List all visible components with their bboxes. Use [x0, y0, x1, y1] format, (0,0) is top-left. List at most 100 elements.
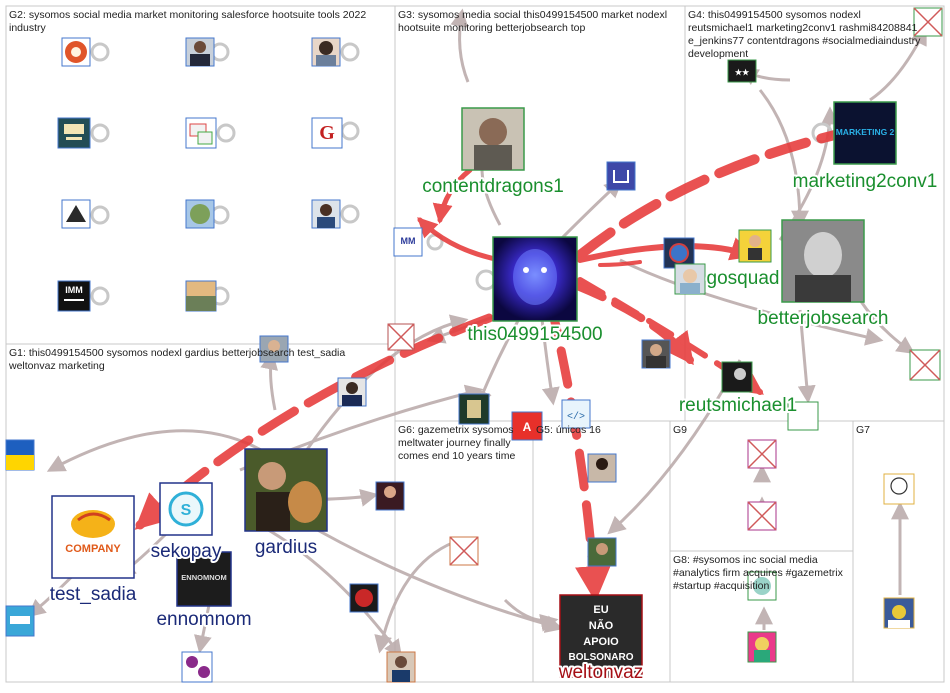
node-avatar[interactable] [349, 583, 379, 613]
edges [27, 8, 927, 658]
edge [607, 359, 742, 535]
node-avatar[interactable] [259, 335, 289, 363]
node-avatar[interactable] [747, 571, 777, 601]
edge [450, 8, 470, 83]
node-reutsmichael1[interactable] [721, 361, 753, 393]
edge [858, 299, 915, 355]
node-avatar[interactable] [5, 439, 35, 471]
node-missing-image[interactable] [747, 501, 777, 531]
svg-text:★★: ★★ [735, 68, 750, 77]
strong-edge [417, 217, 503, 263]
node-avatar[interactable] [311, 199, 341, 229]
node-avatar[interactable] [181, 651, 213, 683]
node-missing-image[interactable] [387, 323, 415, 351]
label-weltonvaz: weltonvaz [558, 662, 644, 683]
group-label-g2: G2: sysomos social media market monitori… [9, 9, 367, 34]
edge [758, 89, 809, 229]
g6-g5-nodes: A </> EU NÃO APOIO BOLSONARO [386, 393, 643, 683]
node-avatar[interactable] [61, 199, 91, 229]
g9-g8-g7-nodes [747, 439, 915, 663]
node-missing-image[interactable] [449, 536, 479, 566]
edge [299, 518, 564, 633]
node-avatar[interactable] [311, 37, 341, 67]
group-box-g4 [684, 5, 945, 422]
node-avatar[interactable] [587, 453, 617, 483]
node-avatar[interactable]: G [311, 117, 343, 149]
g1-nodes: COMPANY S ENNOMNOM [5, 335, 405, 683]
node-contentdragons1[interactable] [461, 107, 525, 171]
node-avatar[interactable] [61, 37, 91, 67]
edge [503, 598, 559, 632]
group-label-g9: G9 [673, 424, 688, 436]
node-weltonvaz[interactable]: EU NÃO APOIO BOLSONARO [559, 594, 643, 678]
node-avatar[interactable]: MM [393, 227, 423, 257]
svg-text:A: A [523, 420, 532, 434]
group-label-g8: G8: #sysomos inc social media #analytics… [673, 554, 843, 592]
group-box-g8 [669, 550, 854, 683]
node-blank[interactable] [787, 401, 819, 431]
node-avatar[interactable]: </> [561, 399, 591, 429]
group-label-g7: G7 [856, 424, 871, 436]
edge [374, 538, 461, 654]
node-avatar[interactable] [663, 237, 695, 269]
label-test_sadia: test_sadia [50, 584, 137, 605]
strong-edge [571, 281, 694, 366]
node-avatar[interactable] [375, 481, 405, 511]
label-ennomnom: ennomnom [156, 609, 251, 630]
g3-nodes: MM [387, 107, 695, 369]
group-label-g3: G3: sysomos media social this0499154500 … [398, 9, 668, 34]
node-gardius[interactable] [244, 448, 328, 532]
node-test_sadia[interactable]: COMPANY [51, 495, 135, 579]
node-missing-image[interactable] [913, 7, 943, 37]
strong-edge [432, 167, 473, 224]
label-gosquad: gosquad [707, 268, 780, 289]
node-this0499154500[interactable] [492, 236, 578, 322]
node-avatar[interactable] [185, 117, 217, 149]
node-avatar[interactable] [458, 393, 490, 425]
node-avatar[interactable]: ★★ [727, 59, 757, 83]
node-sekopay[interactable]: S [159, 482, 213, 536]
node-avatar[interactable] [386, 651, 416, 683]
imm-logo-text: IMM [65, 285, 83, 295]
weltonvaz-sign-line-1: EU [593, 604, 608, 616]
node-avatar[interactable] [641, 339, 671, 369]
node-avatar[interactable] [606, 161, 636, 191]
label-this0499154500: this0499154500 [467, 324, 602, 345]
weltonvaz-sign-line-4: BOLSONARO [569, 652, 634, 663]
node-avatar[interactable] [185, 199, 215, 229]
node-missing-image[interactable] [909, 349, 941, 381]
node-avatar[interactable] [883, 473, 915, 505]
node-avatar[interactable] [883, 597, 915, 629]
weltonvaz-sign-line-3: APOIO [583, 636, 619, 648]
node-ennomnom[interactable]: ENNOMNOM [176, 551, 232, 607]
node-betterjobsearch[interactable] [781, 219, 865, 303]
node-labels: contentdragons1 marketing2conv1 this0499… [48, 169, 940, 685]
node-marketing2conv1[interactable]: MARKETING 2 [833, 101, 897, 165]
node-gosquad[interactable] [738, 229, 772, 263]
node-avatar[interactable] [5, 605, 35, 637]
node-avatar[interactable] [57, 117, 91, 149]
group-label-g6: G6: gazemetrix sysomos meltwater journey… [398, 424, 516, 462]
label-betterjobsearch: betterjobsearch [758, 308, 889, 329]
label-sekopay: sekopay [151, 541, 222, 562]
node-avatar[interactable]: A [511, 411, 543, 441]
strong-edge [598, 260, 642, 267]
edge [797, 309, 816, 404]
node-avatar[interactable] [337, 377, 367, 407]
g4-nodes: ★★ MARKETING 2 [674, 7, 943, 431]
svg-text:S: S [181, 502, 192, 519]
node-avatar[interactable] [747, 631, 777, 663]
group-label-g4: G4: this0499154500 sysomos nodexl reutsm… [688, 9, 921, 60]
edge [193, 599, 212, 654]
node-avatar[interactable]: IMM [57, 280, 91, 312]
svg-text:G: G [319, 122, 335, 144]
node-avatar[interactable] [674, 263, 706, 295]
strong-edge [577, 277, 764, 395]
group-label-g1: G1: this0499154500 sysomos nodexl gardiu… [9, 347, 346, 372]
node-missing-image[interactable] [747, 439, 777, 469]
node-avatar[interactable] [185, 37, 215, 67]
node-avatar[interactable] [185, 280, 217, 312]
company-logo-text: COMPANY [65, 543, 121, 555]
node-avatar[interactable] [587, 537, 617, 567]
